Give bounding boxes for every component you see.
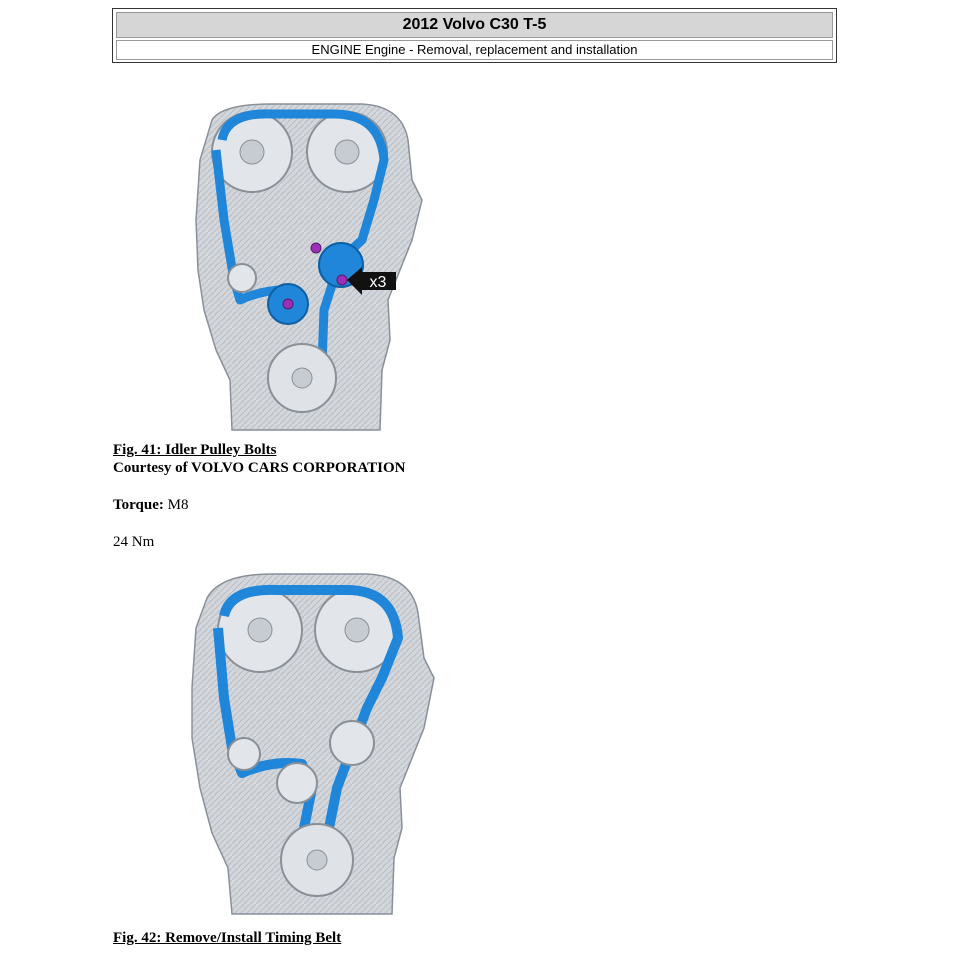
figure-41-courtesy: Courtesy of VOLVO CARS CORPORATION (113, 460, 406, 476)
figure-41-engine-diagram: x3 (112, 100, 470, 438)
vehicle-title: 2012 Volvo C30 T-5 (116, 12, 833, 38)
figure-42-engine-diagram (112, 568, 490, 920)
bolt-count-label: x3 (370, 274, 387, 291)
torque-value: 24 Nm (113, 534, 155, 550)
figure-42-caption: Fig. 42: Remove/Install Timing Belt (113, 930, 342, 946)
section-subtitle: ENGINE Engine - Removal, replacement and… (116, 40, 833, 60)
torque-label: Torque: (113, 497, 164, 513)
figure-41-caption: Fig. 41: Idler Pulley Bolts (113, 442, 277, 458)
torque-spec: M8 (163, 497, 189, 513)
document-header: 2012 Volvo C30 T-5 ENGINE Engine - Remov… (112, 8, 837, 63)
engine-illustration-idler-bolts: x3 (195, 103, 423, 431)
engine-illustration-timing-belt (191, 573, 435, 915)
torque-line: Torque: M8 (113, 497, 188, 514)
